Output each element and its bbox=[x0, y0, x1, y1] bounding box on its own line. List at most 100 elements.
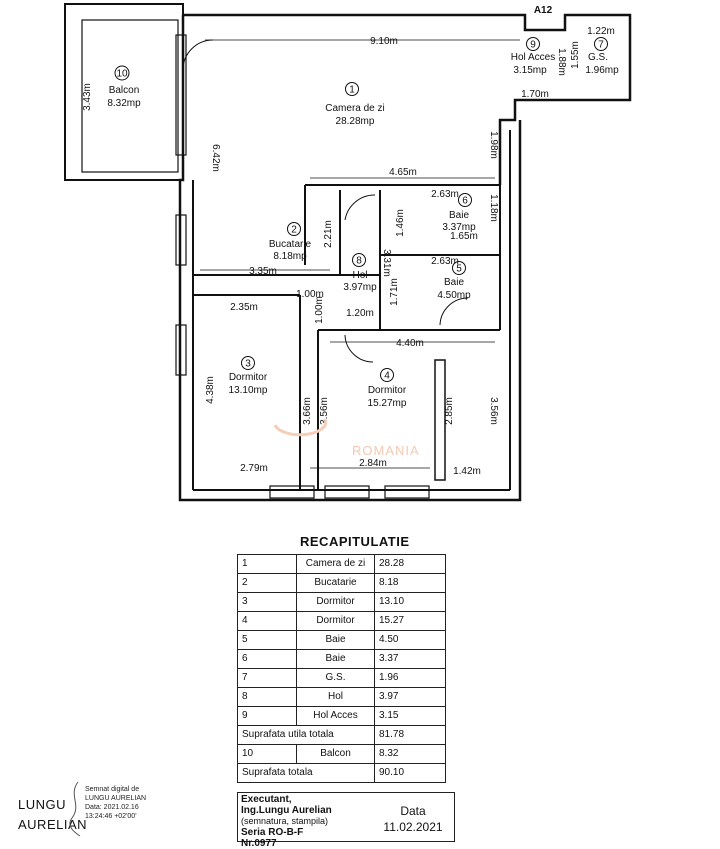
door-bedroom4 bbox=[344, 334, 374, 363]
watermark-logo bbox=[273, 419, 328, 437]
room-area: 3.15mp bbox=[513, 65, 547, 76]
row-number: 1 bbox=[237, 554, 297, 574]
table-row: 9 Hol Acces 3.15 bbox=[237, 706, 446, 726]
room-area: 15.27mp bbox=[368, 398, 407, 409]
table-row: 6 Baie 3.37 bbox=[237, 649, 446, 669]
room-name-cell: Dormitor bbox=[296, 592, 375, 612]
room-6: 6 Baie 3.37mp bbox=[442, 193, 476, 233]
dimension-label: 1.42m bbox=[453, 466, 481, 477]
room-name-cell: Bucatarie bbox=[296, 573, 375, 593]
room-name: Balcon bbox=[109, 85, 140, 96]
room-name: Dormitor bbox=[229, 372, 268, 383]
room-7: 7 G.S. 1.96mp bbox=[585, 37, 619, 76]
dimension-label: 9.10m bbox=[370, 36, 398, 47]
row-number: 9 bbox=[237, 706, 297, 726]
room-name-cell: Hol bbox=[296, 687, 375, 707]
room-2: 2 Bucatarie 8.18mp bbox=[269, 222, 312, 262]
total-value: 90.10 bbox=[374, 763, 446, 783]
signature-meta-line: Semnat digital de bbox=[85, 786, 140, 793]
room-name-cell: Dormitor bbox=[296, 611, 375, 631]
table-row: 1 Camera de zi 28.28 bbox=[237, 554, 446, 574]
room-number-circle bbox=[287, 222, 301, 236]
dimension-label: 2.63m bbox=[431, 256, 459, 267]
useful-total-value: 81.78 bbox=[374, 725, 446, 745]
signature-swoosh-icon bbox=[69, 781, 81, 837]
room-number: 9 bbox=[530, 40, 536, 51]
room-name: Camera de zi bbox=[325, 103, 384, 114]
room-number-circle bbox=[352, 253, 366, 267]
room-5: 5 Baie 4.50mp bbox=[437, 261, 471, 301]
dimension-label: 1.88m bbox=[556, 48, 567, 76]
room-number-circle bbox=[380, 368, 394, 382]
date-block: Data 11.02.2021 bbox=[375, 803, 451, 835]
window-3 bbox=[175, 324, 187, 376]
window-2 bbox=[175, 214, 187, 266]
room-area-cell: 8.18 bbox=[374, 573, 446, 593]
dimension-label: 3.35m bbox=[249, 266, 277, 277]
room-number-circle bbox=[594, 37, 608, 51]
recap-table: 1 Camera de zi 28.28 2 Bucatarie 8.18 3 … bbox=[237, 554, 446, 783]
room-number-circle bbox=[345, 82, 359, 96]
floor-plan: 1 Camera de zi 28.28mp 2 Bucatarie 8.18m… bbox=[64, 3, 632, 502]
room-number: 2 bbox=[291, 225, 297, 236]
dimension-label: 3.66m bbox=[302, 397, 313, 425]
row-number: 10 bbox=[237, 744, 297, 764]
useful-total-row: Suprafata utila totala 81.78 bbox=[237, 725, 446, 745]
window-6 bbox=[384, 485, 430, 499]
room-area-cell: 3.97 bbox=[374, 687, 446, 707]
window-5 bbox=[324, 485, 370, 499]
room-1: 1 Camera de zi 28.28mp bbox=[325, 82, 385, 127]
table-row: 8 Hol 3.97 bbox=[237, 687, 446, 707]
room-name: Baie bbox=[444, 277, 464, 288]
room-name: Baie bbox=[449, 210, 469, 221]
outer-wall-west bbox=[178, 15, 522, 502]
dimension-label: 2.35m bbox=[230, 302, 258, 313]
signature-meta-line: LUNGU AURELIAN bbox=[85, 795, 147, 802]
dimension-label: 4.38m bbox=[205, 376, 216, 404]
signature-name-line: LUNGU bbox=[18, 797, 67, 812]
room-area: 3.97mp bbox=[343, 282, 377, 293]
signature-name-line: AURELIAN bbox=[18, 817, 88, 832]
room-number: 5 bbox=[456, 264, 462, 275]
row-number: 8 bbox=[237, 687, 297, 707]
row-number: 4 bbox=[237, 611, 297, 631]
dimension-label: 1.18m bbox=[488, 194, 499, 222]
table-row: 2 Bucatarie 8.18 bbox=[237, 573, 446, 593]
license-number: Nr.0977 bbox=[241, 838, 277, 849]
table-row: 5 Baie 4.50 bbox=[237, 630, 446, 650]
row-number: 7 bbox=[237, 668, 297, 688]
signature-meta-line: 13:24:46 +02'00' bbox=[85, 813, 137, 820]
window-4 bbox=[269, 485, 315, 499]
room-area-cell: 1.96 bbox=[374, 668, 446, 688]
room-name-cell: Balcon bbox=[296, 744, 375, 764]
table-row: 7 G.S. 1.96 bbox=[237, 668, 446, 688]
dimension-label: 3.43m bbox=[82, 83, 93, 111]
total-label: Suprafata totala bbox=[237, 763, 375, 783]
row-number: 2 bbox=[237, 573, 297, 593]
dimension-label: 2.84m bbox=[359, 458, 387, 469]
room-number-circle bbox=[526, 37, 540, 51]
room-number: 3 bbox=[245, 359, 251, 370]
room-number: 4 bbox=[384, 371, 390, 382]
room-name: Bucatarie bbox=[269, 239, 312, 250]
room-number-circle bbox=[458, 193, 472, 207]
dimension-label: 1.70m bbox=[521, 89, 549, 100]
engineer-name: Ing.Lungu Aurelian bbox=[241, 805, 332, 816]
signature-meta-line: Data: 2021.02.16 bbox=[85, 804, 139, 811]
door-kitchen bbox=[344, 194, 376, 221]
room-name: Hol bbox=[352, 270, 367, 281]
recap-title: RECAPITULATIE bbox=[300, 534, 410, 549]
room-3: 3 Dormitor 13.10mp bbox=[229, 356, 268, 396]
room-name-cell: Hol Acces bbox=[296, 706, 375, 726]
executant-box: Executant, Ing.Lungu Aurelian (semnatura… bbox=[237, 792, 455, 849]
total-row: Suprafata totala 90.10 bbox=[237, 763, 446, 783]
room-number: 8 bbox=[356, 256, 362, 267]
room-number: 6 bbox=[462, 196, 468, 207]
table-row: 4 Dormitor 15.27 bbox=[237, 611, 446, 631]
dimension-label: 1.98m bbox=[488, 131, 499, 159]
dimension-label: 2.63m bbox=[431, 189, 459, 200]
date-label: Data bbox=[400, 804, 426, 818]
closet bbox=[434, 359, 446, 481]
door-bath5 bbox=[439, 297, 469, 326]
balcony-inner bbox=[81, 19, 179, 173]
